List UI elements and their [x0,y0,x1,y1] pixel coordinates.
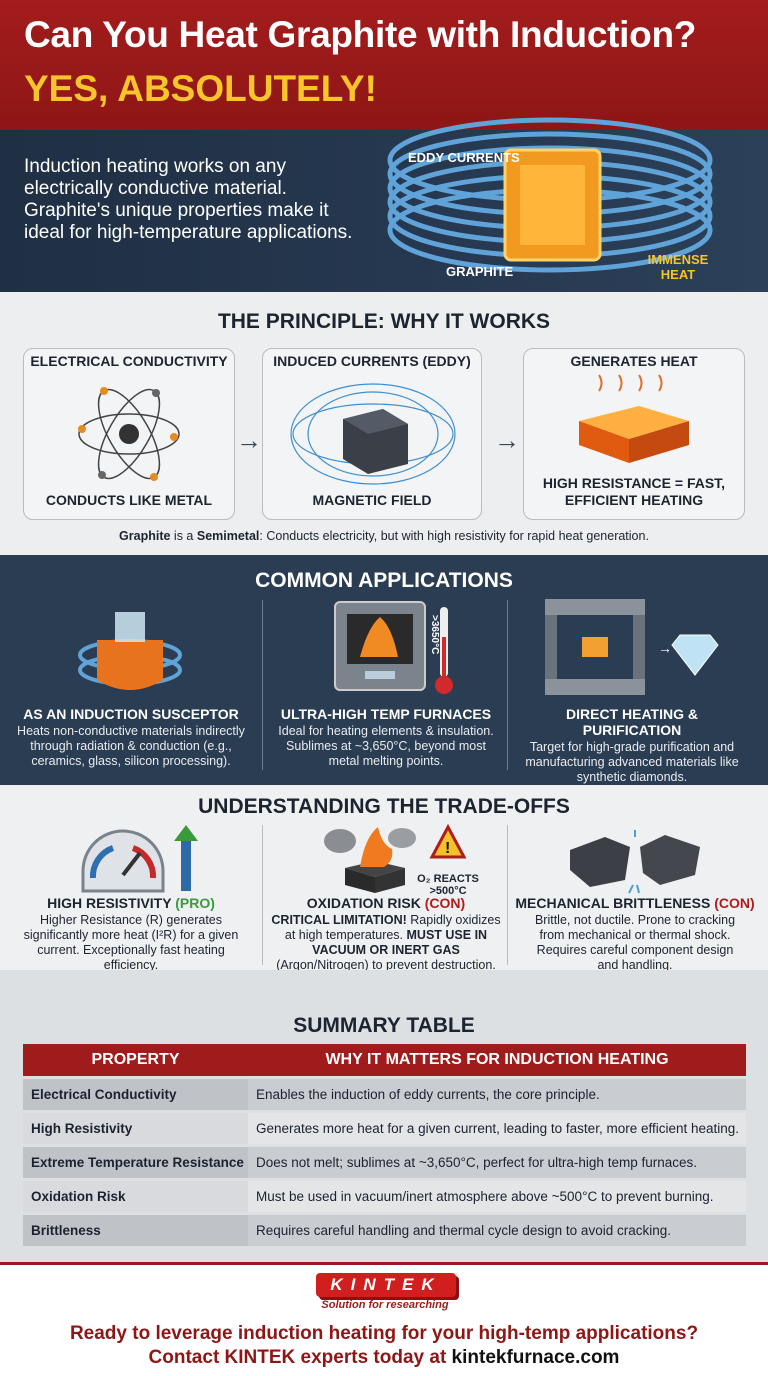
thermometer-label: >3650°C [429,615,440,655]
immense-heat-label: IMMENSE HEAT [647,252,709,282]
susceptor-crucible-icon [78,612,182,690]
tradeoff-title: HIGH RESISTIVITY [47,895,172,911]
principle-note: Graphite is a Semimetal: Conducts electr… [0,529,768,543]
press-diamond-icon: → [545,599,719,695]
application-text: Ideal for heating elements & insulation.… [278,724,494,768]
tradeoff-bold: CRITICAL LIMITATION! [271,913,407,927]
tradeoff-oxidation: OXIDATION RISK (CON) CRITICAL LIMITATION!… [258,895,514,973]
o2-reacts-label: O₂ REACTS >500°C [417,873,479,897]
tradeoff-title: MECHANICAL BRITTLENESS [515,895,711,911]
application-title: AS AN INDUCTION SUSCEPTOR [23,706,239,722]
reason-cell: Requires careful handling and thermal cy… [248,1215,746,1246]
tradeoff-title: OXIDATION RISK [306,895,421,911]
principle-box-eddy: INDUCED CURRENTS (EDDY) MAGNETIC FIELD [262,348,482,520]
atom-icon [78,387,180,481]
divider [262,600,263,770]
box-title: INDUCED CURRENTS (EDDY) [273,353,471,369]
cracked-block-icon [570,830,700,894]
summary-title: SUMMARY TABLE [293,1014,475,1037]
note-bold: Graphite [119,529,171,543]
tradeoff-text: Higher Resistance (R) generates signific… [23,913,239,972]
page-subtitle: YES, ABSOLUTELY! [24,68,377,109]
property-cell: High Resistivity [23,1113,248,1144]
note-text: : Conducts electricity, but with high re… [259,529,649,543]
application-text: Target for high-grade purification and m… [525,740,739,784]
reason-cell: Generates more heat for a given current,… [248,1113,746,1144]
applications-section: COMMON APPLICATIONS >3650°C → AS AN INDU… [0,555,768,785]
cta-line-1: Ready to leverage induction heating for … [69,1323,699,1344]
tradeoff-bold: MUST USE IN VACUUM OR INERT GAS [312,928,488,957]
magnetic-field-icon [290,383,456,485]
kintek-logo: KINTEK [316,1273,456,1297]
note-bold: Semimetal [196,529,260,543]
box-title: ELECTRICAL CONDUCTIVITY [30,353,228,369]
page-title: Can You Heat Graphite with Induction? [24,14,697,55]
arrow-right-icon: → [494,425,520,455]
con-tag: (CON) [424,895,466,911]
tradeoffs-section: UNDERSTANDING THE TRADE-OFFS ! O₂ REACTS… [0,785,768,973]
box-caption: HIGH RESISTANCE = FAST, EFFICIENT HEATIN… [542,475,726,508]
pro-tag: (PRO) [175,895,215,911]
fire-warning-icon: ! [324,823,467,893]
website-link[interactable]: kintekfurnace.com [451,1347,620,1368]
column-header: PROPERTY [23,1044,248,1076]
eddy-currents-label: EDDY CURRENTS [408,150,520,165]
con-tag: (CON) [714,895,755,911]
svg-text:!: ! [445,840,450,857]
principle-title: THE PRINCIPLE: WHY IT WORKS [217,310,551,333]
divider [262,825,263,965]
application-title: ULTRA-HIGH TEMP FURNACES [280,706,492,722]
tradeoff-text: (Argon/Nitrogen) to prevent destruction. [276,958,496,972]
property-cell: Oxidation Risk [23,1181,248,1212]
graphite-label: GRAPHITE [446,264,514,279]
principle-box-conductivity: ELECTRICAL CONDUCTIVITY CONDUCTS LIKE ME… [23,348,235,520]
hot-block-icon [579,374,689,463]
tradeoff-resistivity: HIGH RESISTIVITY (PRO) Higher Resistance … [3,895,259,973]
divider [507,600,508,770]
reason-cell: Does not melt; sublimes at ~3,650°C, per… [248,1147,746,1178]
application-furnaces: ULTRA-HIGH TEMP FURNACES Ideal for heatin… [258,706,514,769]
applications-title: COMMON APPLICATIONS [255,569,513,592]
note-text: is a [170,529,197,543]
induction-coil-illustration [387,117,713,273]
application-title: DIRECT HEATING & PURIFICATION [566,706,698,738]
footer: KINTEK Solution for researching Ready to… [0,1262,768,1376]
reason-cell: Must be used in vacuum/inert atmosphere … [248,1181,746,1212]
gauge-arrow-icon [81,825,198,893]
intro-text: Induction heating works on any electrica… [24,156,353,243]
furnace-icon [334,601,453,694]
application-susceptor: AS AN INDUCTION SUSCEPTOR Heats non-condu… [3,706,259,769]
tradeoffs-title: UNDERSTANDING THE TRADE-OFFS [198,795,570,818]
property-cell: Electrical Conductivity [23,1079,248,1110]
application-text: Heats non-conductive materials indirectl… [17,724,245,768]
cta-line-2: Contact KINTEK experts today at kintekfu… [0,1347,768,1369]
box-caption: CONDUCTS LIKE METAL [45,492,213,508]
box-caption: MAGNETIC FIELD [312,492,432,508]
column-header: WHY IT MATTERS FOR INDUCTION HEATING [248,1044,746,1076]
svg-text:→: → [658,640,672,656]
divider [507,825,508,965]
tradeoff-text: Brittle, not ductile. Prone to cracking … [534,913,736,972]
arrow-right-icon: → [236,425,262,455]
property-cell: Brittleness [23,1215,248,1246]
intro-section: Induction heating works on any electrica… [0,117,768,292]
tradeoff-text: Rapidly oxidizes at high temperatures. [284,913,501,942]
property-cell: Extreme Temperature Resistance [23,1147,248,1178]
box-title: GENERATES HEAT [570,353,698,369]
principle-box-heat: GENERATES HEAT HIGH RESISTANCE = FAST, E… [523,348,745,520]
cta-text: Contact KINTEK experts today at [148,1347,452,1368]
logo-tagline: Solution for researching [321,1299,449,1311]
reason-cell: Enables the induction of eddy currents, … [248,1079,746,1110]
tradeoff-brittleness: MECHANICAL BRITTLENESS (CON) Brittle, not… [507,895,763,973]
header-banner: Can You Heat Graphite with Induction? YE… [0,0,768,130]
